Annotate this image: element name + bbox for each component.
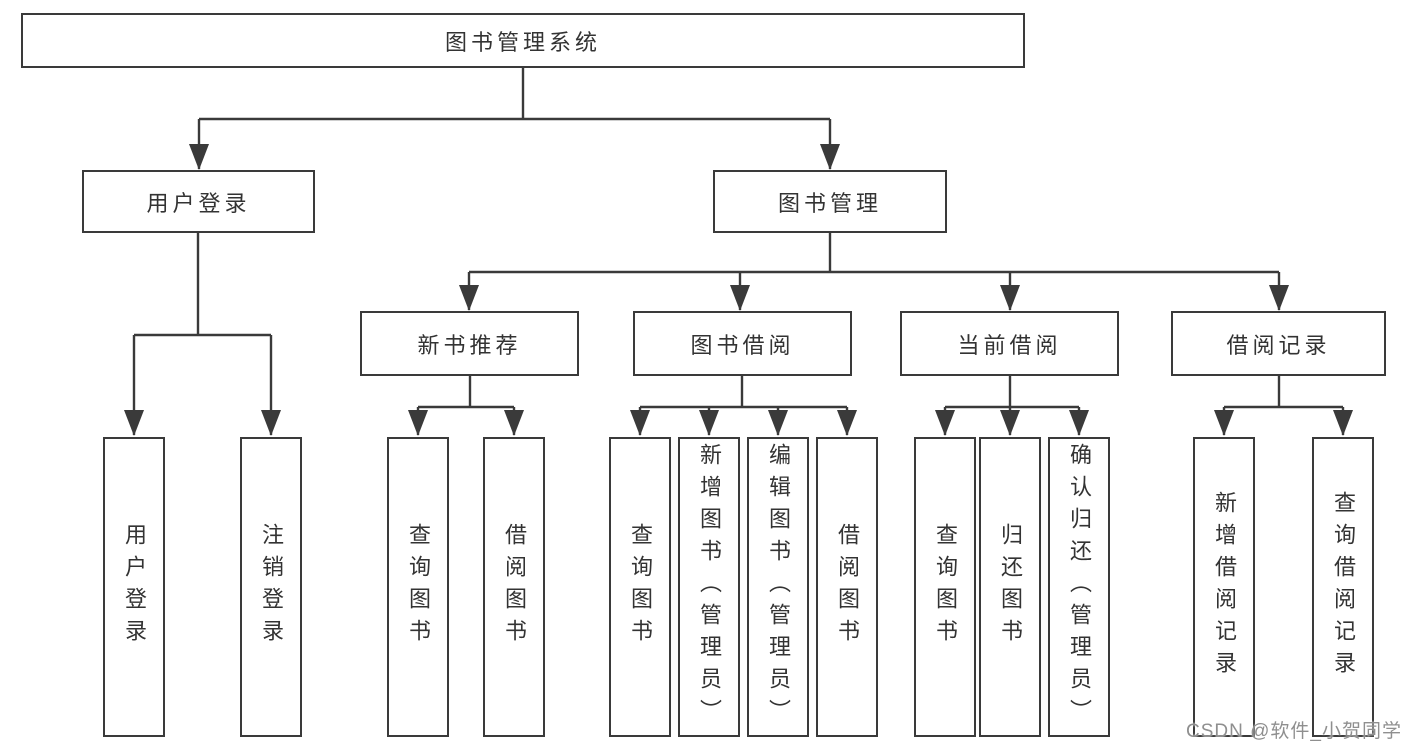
leaf-edit-books-admin: 编辑图书（管理员） <box>747 437 809 737</box>
node-user-login: 用户登录 <box>82 170 315 233</box>
node-book-borrow: 图书借阅 <box>633 311 852 376</box>
leaf-borrow-books-recommend: 借阅图书 <box>483 437 545 737</box>
leaf-confirm-return-admin: 确认归还（管理员） <box>1048 437 1110 737</box>
leaf-user-login: 用户登录 <box>103 437 165 737</box>
leaf-query-books-recommend: 查询图书 <box>387 437 449 737</box>
node-root-system: 图书管理系统 <box>21 13 1025 68</box>
leaf-add-borrow-record: 新增借阅记录 <box>1193 437 1255 737</box>
node-borrow-records: 借阅记录 <box>1171 311 1386 376</box>
node-new-book-recommend: 新书推荐 <box>360 311 579 376</box>
leaf-query-books-current: 查询图书 <box>914 437 976 737</box>
leaf-return-books: 归还图书 <box>979 437 1041 737</box>
csdn-watermark: CSDN @软件_小贺同学 <box>1186 721 1402 742</box>
node-book-management: 图书管理 <box>713 170 947 233</box>
leaf-borrow-books: 借阅图书 <box>816 437 878 737</box>
leaf-query-borrow-record: 查询借阅记录 <box>1312 437 1374 737</box>
leaf-add-books-admin: 新增图书（管理员） <box>678 437 740 737</box>
node-current-borrow: 当前借阅 <box>900 311 1119 376</box>
leaf-logout: 注销登录 <box>240 437 302 737</box>
leaf-query-books-borrow: 查询图书 <box>609 437 671 737</box>
